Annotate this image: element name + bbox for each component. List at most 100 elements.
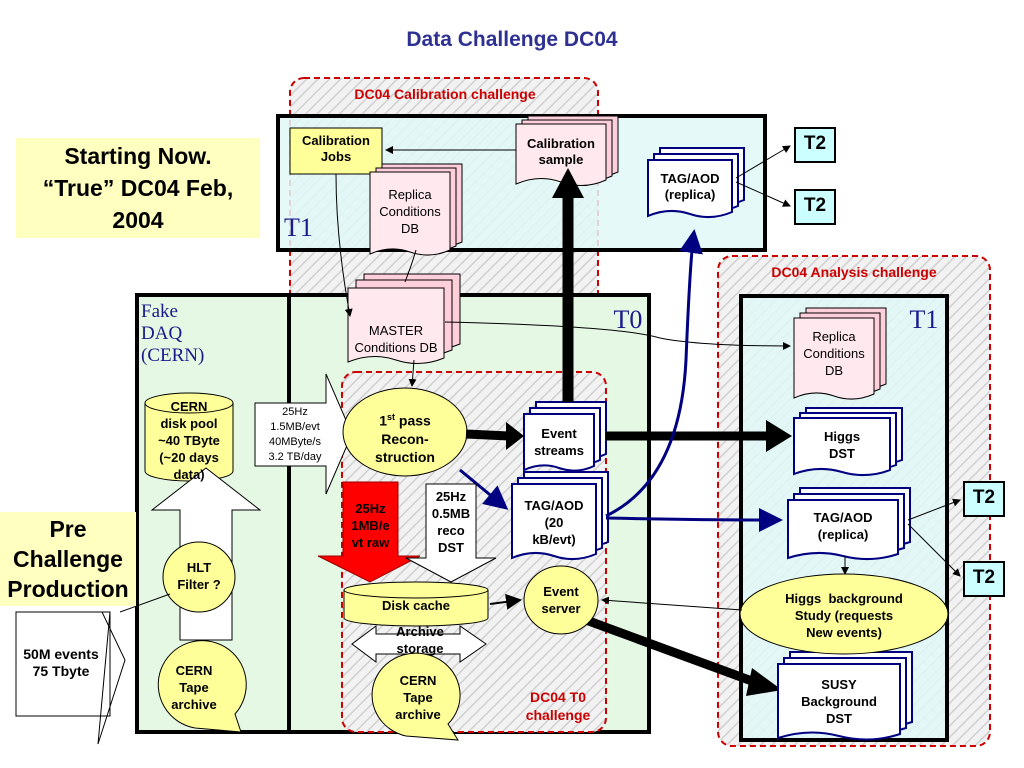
replica-db-calibration-label: Replica Conditions DB <box>370 186 450 237</box>
rate-line: 25Hz <box>282 406 308 418</box>
disk-pool-line: (~20 days <box>159 450 219 465</box>
starting-now-note: Starting Now. “True” DC04 Feb, 2004 <box>16 138 260 238</box>
reco-line: 0.5MB <box>431 506 471 521</box>
first-pass-sup: st <box>386 412 395 422</box>
tape-archive-daq-circle <box>157 640 247 733</box>
t2-box-top-a <box>794 127 836 163</box>
pre-challenge-line: Production <box>7 576 129 602</box>
starting-note-line: “True” DC04 Feb, <box>42 175 234 201</box>
fake-daq-line: Fake <box>141 301 178 322</box>
replica-db-analysis-line: Replica <box>812 329 856 344</box>
analysis-challenge-label: DC04 Analysis challenge <box>771 264 937 280</box>
fake-daq-line: DAQ <box>141 323 183 344</box>
first-pass-line: struction <box>375 448 435 465</box>
higgs-background-ellipse <box>739 573 949 655</box>
hlt-line: HLT <box>186 560 212 575</box>
tape-archive-t0-label: CERN Tape archive <box>376 672 460 723</box>
raw-arrow-label: 25Hz 1MB/e vt raw <box>343 500 398 551</box>
tag-aod-replica-analysis-label: TAG/AOD (replica) <box>788 509 898 543</box>
t2-box-top-b <box>794 189 836 225</box>
hlt-filter-circle <box>162 541 236 613</box>
replica-db-line: DB <box>400 221 420 236</box>
susy-line: DST <box>826 711 852 726</box>
first-pass-line: 1st pass <box>350 408 460 430</box>
tag-aod-line: TAG/AOD <box>660 171 720 186</box>
higgs-dst-line: Higgs <box>823 429 861 444</box>
event-server-label: Event server <box>524 583 598 617</box>
tape-archive-daq-label: CERN Tape archive <box>152 662 236 713</box>
susy-dst-doc <box>777 651 913 741</box>
reco-hollow-arrow <box>405 483 497 583</box>
raw-line: 25Hz <box>355 501 386 516</box>
disk-cache-label: Disk cache <box>382 598 450 613</box>
calibration-jobs-box <box>289 127 383 175</box>
events-note: 50M events 75 Tbyte <box>16 646 106 680</box>
archive-storage-line: Archive <box>396 624 444 639</box>
disk-pool-line: data) <box>173 467 205 482</box>
tape-archive-t0-line: archive <box>395 707 441 722</box>
disk-cache-cylinder <box>343 581 489 627</box>
reco-line: reco <box>437 523 465 538</box>
master-db-line: MASTER <box>368 323 424 338</box>
higgs-background-line: New events) <box>806 625 882 640</box>
events-callout <box>15 611 126 745</box>
tag-aod-analysis-line: TAG/AOD <box>813 510 873 525</box>
t0-challenge-label: DC04 T0 challenge <box>510 688 606 724</box>
rate-label: 25Hz 1.5MB/evt 40MByte/s 3.2 TB/day <box>255 405 335 465</box>
event-server-line: server <box>541 601 581 616</box>
t2-box-analysis-b <box>963 561 1005 597</box>
starting-note-line: Starting Now. <box>64 143 212 169</box>
t2-label-top-a: T2 <box>803 133 827 154</box>
raw-line: vt raw <box>351 535 390 550</box>
rate-hollow-arrow <box>254 373 353 495</box>
tag-aod-t0-line: (20 <box>544 515 564 530</box>
susy-line: Background <box>801 694 877 709</box>
master-db-label: MASTER Conditions DB <box>348 322 444 356</box>
disk-pool-line: ~40 TByte <box>158 433 220 448</box>
replica-db-analysis-label: Replica Conditions DB <box>794 328 874 379</box>
t1-analysis-label: T1 <box>909 305 939 334</box>
calibration-sample-label: Calibration sample <box>516 136 606 167</box>
susy-dst-label: SUSY Background DST <box>778 676 900 727</box>
calibration-challenge-label: DC04 Calibration challenge <box>354 86 536 102</box>
t2-label-analysis-a: T2 <box>972 487 996 508</box>
tag-aod-line: (replica) <box>664 186 716 202</box>
events-line: 50M events <box>23 646 99 662</box>
fake-daq-line: (CERN) <box>141 345 205 366</box>
event-streams-line: Event <box>541 426 577 441</box>
first-pass-line: Recon- <box>381 430 429 447</box>
event-server-line: Event <box>543 584 579 599</box>
event-streams-doc <box>523 401 607 472</box>
rate-line: 3.2 TB/day <box>268 451 322 463</box>
replica-db-line: Conditions <box>379 204 441 219</box>
tape-archive-line: archive <box>171 697 217 712</box>
tag-aod-analysis-line: (replica) <box>817 527 869 542</box>
t0-challenge-line: DC04 T0 <box>529 689 587 705</box>
tape-archive-t0-line: CERN <box>399 673 437 688</box>
calibration-sample-line: Calibration <box>527 136 595 151</box>
replica-db-calibration-doc <box>369 163 463 256</box>
t2-label-top-b: T2 <box>803 195 827 216</box>
higgs-background-line: Higgs background <box>785 591 903 606</box>
calibration-jobs-label: Calibration Jobs <box>290 133 382 164</box>
hlt-filter-label: HLT Filter ? <box>165 559 233 593</box>
higgs-background-label: Higgs background Study (requests New eve… <box>744 590 944 641</box>
pre-challenge-line: Challenge <box>13 546 123 572</box>
susy-line: SUSY <box>821 677 857 692</box>
tag-aod-t0-label: TAG/AOD (20 kB/evt) <box>512 497 596 548</box>
calibration-sample-doc <box>515 115 619 186</box>
tag-aod-replica-calibration-doc <box>647 147 745 218</box>
master-db-line: Conditions DB <box>354 340 438 355</box>
event-streams-line: streams <box>534 443 584 458</box>
t0-challenge-line: challenge <box>525 707 591 723</box>
archive-storage-label: Archive storage <box>380 623 460 657</box>
replica-db-analysis-line: Conditions <box>803 346 865 361</box>
replica-db-analysis-doc <box>793 307 887 400</box>
reco-arrow-label: 25Hz 0.5MB reco DST <box>422 488 480 556</box>
tag-aod-replica-analysis-doc <box>787 487 911 560</box>
calibration-jobs-line: Calibration <box>302 133 370 148</box>
reco-line: DST <box>438 540 464 555</box>
raw-red-arrow <box>317 481 421 583</box>
tape-archive-t0-circle <box>371 652 461 741</box>
